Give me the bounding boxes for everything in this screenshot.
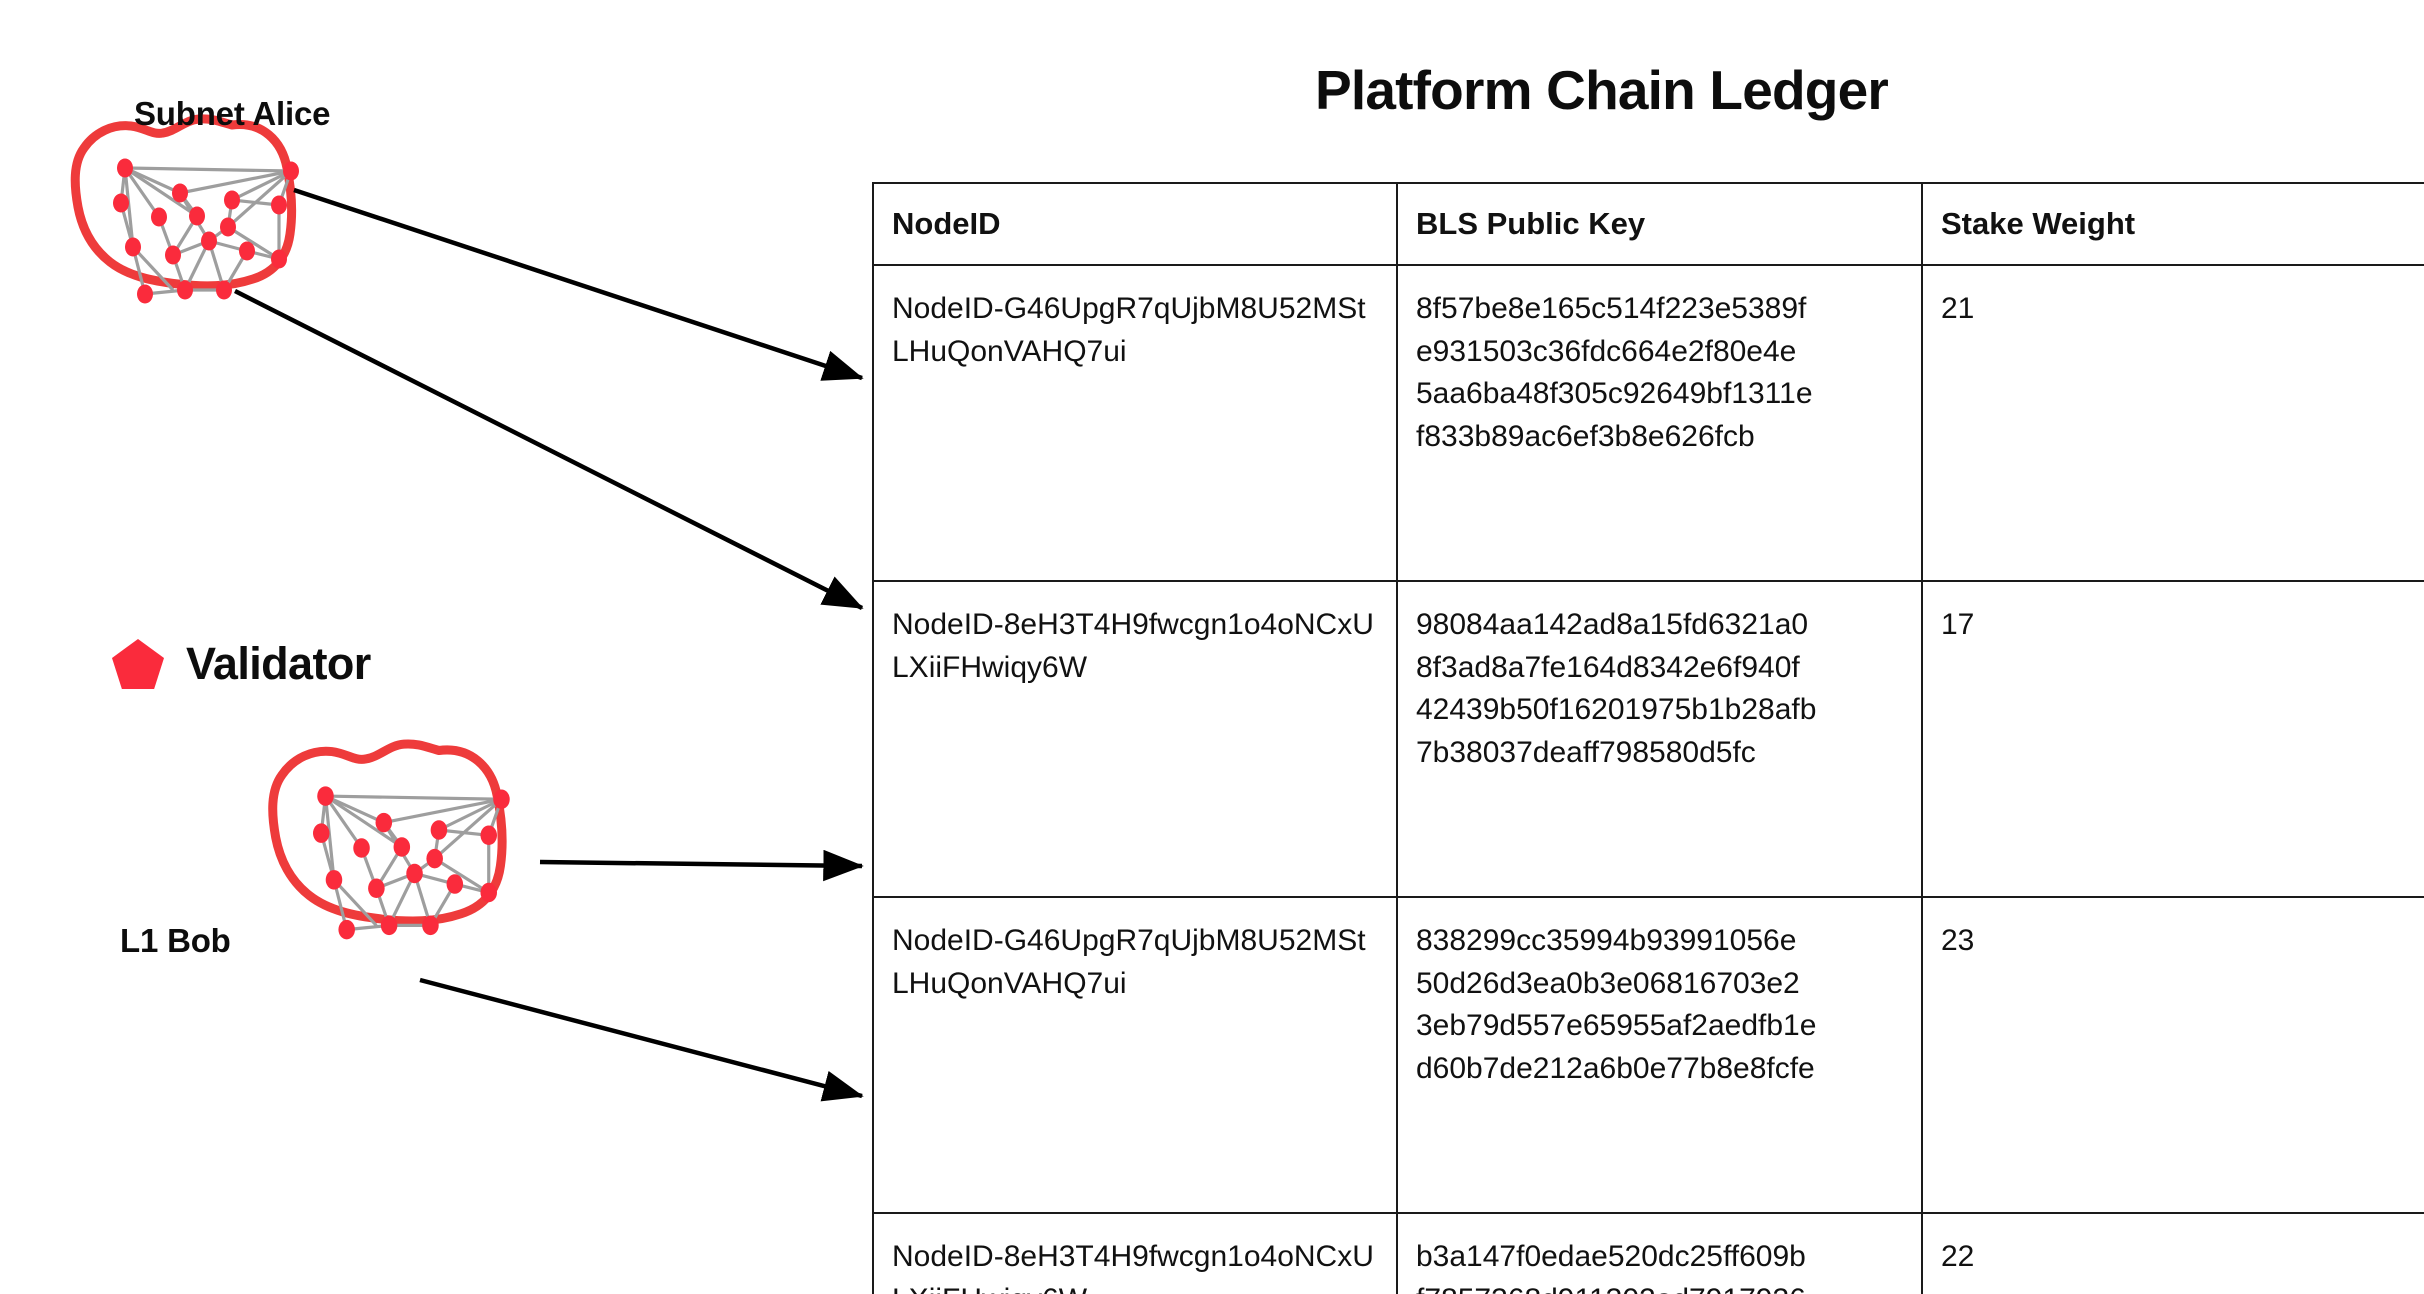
column-header-bls-public-key: BLS Public Key [1396, 182, 1923, 266]
validator-legend-label: Validator [186, 638, 371, 689]
subnet-alice-nodes [113, 158, 299, 304]
validator-legend: Validator [112, 638, 371, 690]
cell-bls-public-key: 8f57be8e165c514f223e5389f e931503c36fdc66… [1396, 264, 1923, 582]
cell-nodeid: NodeID-G46UpgR7qUjbM8U52MStLHuQonVAHQ7ui [872, 264, 1398, 582]
table-body: NodeID-G46UpgR7qUjbM8U52MStLHuQonVAHQ7ui… [872, 264, 2424, 1294]
column-header-nodeid: NodeID [872, 182, 1398, 266]
bls-key-line: 7b38037deaff798580d5fc [1416, 735, 1756, 769]
cell-bls-public-key: 98084aa142ad8a15fd6321a0 8f3ad8a7fe164d83… [1396, 580, 1923, 898]
subnet-alice-group [70, 114, 299, 304]
l1-bob-label: L1 Bob [120, 922, 231, 959]
arrow-alice-to-row1 [293, 187, 864, 381]
cell-nodeid: NodeID-G46UpgR7qUjbM8U52MStLHuQonVAHQ7ui [872, 896, 1398, 1214]
cell-stake-weight: 21 [1921, 264, 2424, 582]
table-row: NodeID-8eH3T4H9fwcgn1o4oNCxULXiiFHwiqy6W… [872, 1212, 2424, 1294]
bls-key-line: 42439b50f16201975b1b28afb [1416, 693, 1817, 727]
table-header-row: NodeID BLS Public Key Stake Weight [872, 182, 2424, 266]
bls-key-line: 3eb79d557e65955af2aedfb1e [1416, 1009, 1817, 1043]
cell-stake-weight: 23 [1921, 896, 2424, 1214]
ledger-table-container: NodeID BLS Public Key Stake Weight NodeI… [872, 182, 2424, 1294]
table-row: NodeID-8eH3T4H9fwcgn1o4oNCxULXiiFHwiqy6W… [872, 580, 2424, 898]
arrow-bob-to-row4 [419, 977, 864, 1102]
column-header-stake-weight: Stake Weight [1921, 182, 2424, 266]
bls-key-line: 5aa6ba48f305c92649bf1311e [1416, 377, 1813, 411]
bls-key-line: 8f3ad8a7fe164d8342e6f940f [1416, 650, 1800, 684]
cell-nodeid: NodeID-8eH3T4H9fwcgn1o4oNCxULXiiFHwiqy6W [872, 1212, 1398, 1294]
bls-key-line: b3a147f0edae520dc25ff609b [1416, 1240, 1806, 1273]
l1-bob-nodes [312, 786, 510, 940]
bls-key-line: 838299cc35994b93991056e [1416, 924, 1797, 957]
bls-key-line: f7857368d911302ad7917936 [1416, 1279, 1903, 1294]
bls-key-line: 8f57be8e165c514f223e5389f [1416, 292, 1807, 325]
page-title: Platform Chain Ledger [1314, 59, 1889, 121]
bls-key-line: 50d26d3ea0b3e06816703e2 [1416, 966, 1800, 1000]
platform-chain-ledger-table: NodeID BLS Public Key Stake Weight NodeI… [872, 182, 2424, 1294]
cell-stake-weight: 17 [1921, 580, 2424, 898]
bls-key-line: d60b7de212a6b0e77b8e8fcfe [1416, 1051, 1815, 1085]
bls-key-line: 98084aa142ad8a15fd6321a0 [1416, 608, 1809, 641]
table-row: NodeID-G46UpgR7qUjbM8U52MStLHuQonVAHQ7ui… [872, 264, 2424, 582]
bls-key-line: e931503c36fdc664e2f80e4e [1416, 334, 1797, 368]
table-row: NodeID-G46UpgR7qUjbM8U52MStLHuQonVAHQ7ui… [872, 896, 2424, 1214]
bls-key-line: f833b89ac6ef3b8e626fcb [1416, 419, 1755, 453]
arrow-alice-to-row2 [233, 288, 864, 611]
cell-stake-weight: 22 [1921, 1212, 2424, 1294]
pentagon-icon [112, 639, 164, 689]
cell-bls-public-key: b3a147f0edae520dc25ff609b f7857368d911302… [1396, 1212, 1923, 1294]
connector-arrows [233, 187, 864, 1102]
cell-bls-public-key: 838299cc35994b93991056e 50d26d3ea0b3e0681… [1396, 896, 1923, 1214]
arrow-bob-to-row3 [539, 849, 864, 882]
subnet-alice-label: Subnet Alice [134, 95, 331, 132]
l1-bob-group [268, 739, 510, 940]
cell-nodeid: NodeID-8eH3T4H9fwcgn1o4oNCxULXiiFHwiqy6W [872, 580, 1398, 898]
